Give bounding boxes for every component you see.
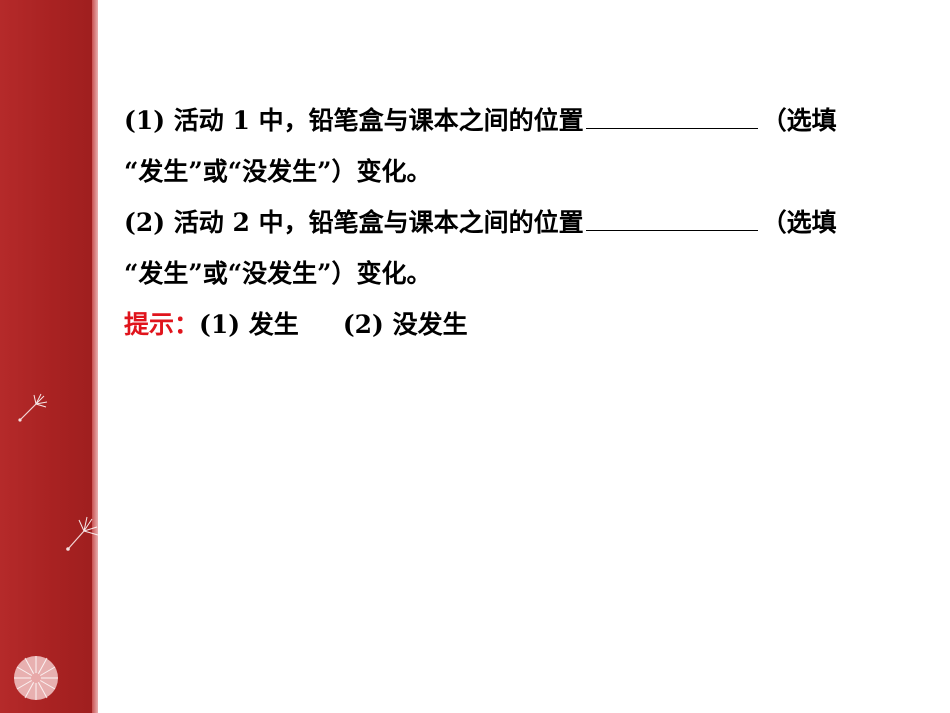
- hint-answer-2-number: (2): [342, 310, 384, 339]
- question-1-number: (1): [124, 106, 166, 135]
- decorative-sidebar: [0, 0, 99, 713]
- question-2-line-1: (2) 活动 2 中，铅笔盒与课本之间的位置 （选填: [124, 197, 904, 248]
- dandelion-seed-icon: [66, 516, 99, 551]
- question-2-text: 活动 2 中，铅笔盒与课本之间的位置: [173, 208, 584, 237]
- question-1-line-2: “发生”或“没发生”）变化。: [124, 157, 432, 186]
- question-2-suffix: （选填: [761, 208, 837, 237]
- hint-label: 提示：: [124, 310, 200, 339]
- answer-blank-1: [585, 100, 758, 129]
- hint-answer-1: 发生: [248, 310, 299, 339]
- question-1-suffix: （选填: [761, 106, 837, 135]
- dandelion-seed-icon: [18, 393, 48, 422]
- hint-answer-1-number: (1): [199, 310, 241, 339]
- question-2-line-2: “发生”或“没发生”）变化。: [124, 259, 432, 288]
- question-1-line-1: (1) 活动 1 中，铅笔盒与课本之间的位置 （选填: [124, 95, 904, 146]
- question-2-number: (2): [124, 208, 166, 237]
- question-1-text: 活动 1 中，铅笔盒与课本之间的位置: [173, 106, 584, 135]
- answer-blank-2: [585, 202, 758, 231]
- sidebar-edge: [92, 0, 98, 713]
- hint-line: 提示：(1) 发生 (2) 没发生: [124, 299, 904, 350]
- hint-answer-2: 没发生: [392, 310, 468, 339]
- question-block: (1) 活动 1 中，铅笔盒与课本之间的位置 （选填 “发生”或“没发生”）变化。…: [124, 95, 904, 350]
- dandelion-flower-icon: [14, 656, 58, 700]
